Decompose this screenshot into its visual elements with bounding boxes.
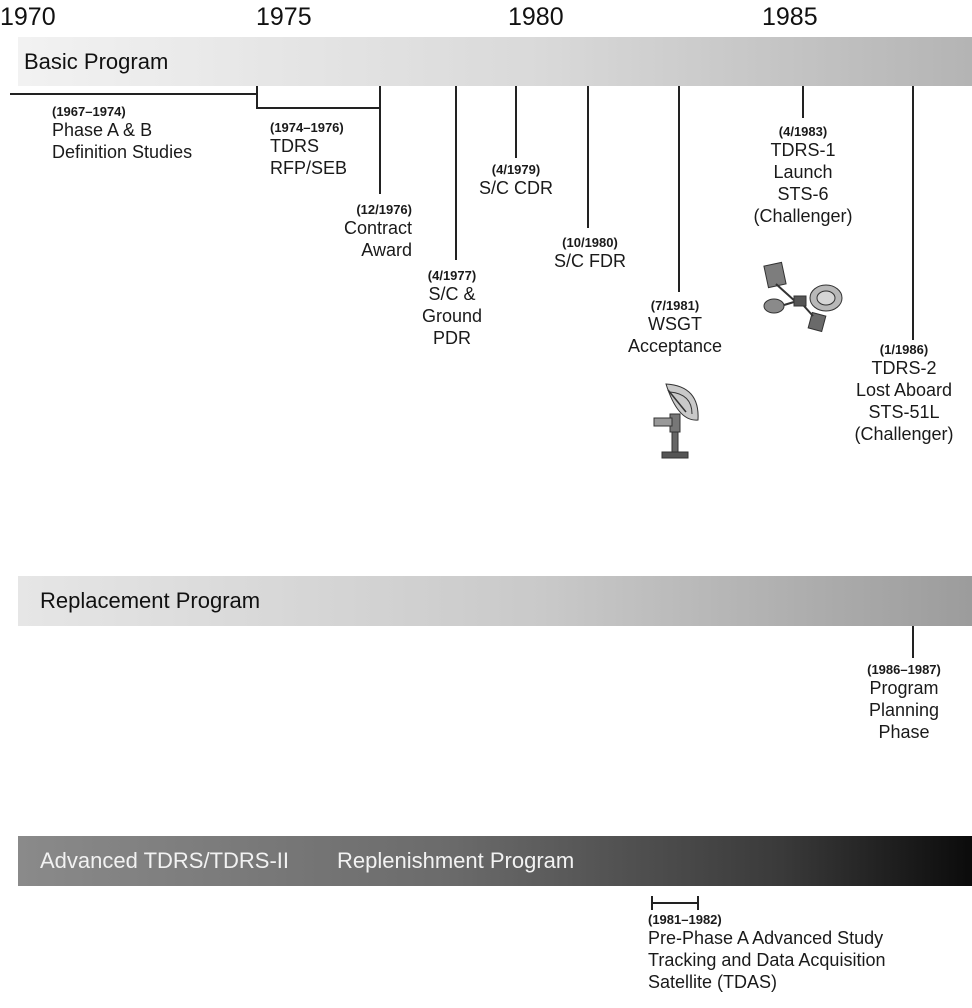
tdrs2-line [912,86,914,340]
event-label-line: S/C & [428,284,476,304]
year-label-1975: 1975 [256,3,312,31]
event-label-line: Acceptance [627,336,723,356]
event-label-line: Pre-Phase A Advanced Study [648,928,884,948]
event-label-line: Contract [343,218,412,238]
event-date: (1986–1987) [867,662,941,677]
satellite-icon [763,261,843,333]
event-label-line: Lost Aboard [855,380,953,400]
event-planning-phase: (1986–1987) Program Planning Phase [842,662,966,743]
event-label-line: PDR [432,328,471,348]
event-label-line: Ground [421,306,483,326]
event-label-line: TDRS [270,136,319,156]
event-label-line: S/C FDR [554,251,626,271]
event-cdr: (4/1979) S/C CDR [460,162,572,199]
event-date: (4/1983) [778,124,828,139]
event-date: (10/1980) [562,235,618,250]
event-label-line: Phase [878,722,930,742]
replacement-program-band: Replacement Program [18,576,972,626]
event-label-line: Tracking and Data Acquisition [648,950,886,970]
event-tdrs2: (1/1986) TDRS-2 Lost Aboard STS-51L (Cha… [842,342,966,445]
event-label-line: Planning [868,700,940,720]
event-date: (1981–1982) [648,912,722,927]
event-label-line: STS-6 [777,184,829,204]
event-label-line: Program [869,678,939,698]
event-date: (1967–1974) [52,104,126,119]
advanced-program-band: Advanced TDRS/TDRS-II Replenishment Prog… [18,836,972,886]
basic-program-band: Basic Program [18,37,972,86]
event-label-line: Launch [773,162,833,182]
event-date: (12/1976) [356,202,412,217]
basic-program-label: Basic Program [24,48,169,74]
fdr-line [587,86,589,228]
event-label-line: TDRS-1 [770,140,836,160]
event-date: (1/1986) [879,342,929,357]
event-label-line: Satellite (TDAS) [648,972,778,992]
event-date: (1974–1976) [270,120,344,135]
pdr-line [455,86,457,260]
event-label-line: RFP/SEB [270,158,348,178]
event-date: (4/1979) [491,162,541,177]
year-label-1985: 1985 [762,3,818,31]
tdrs-rfp-span-line [256,107,380,109]
event-label-line: S/C CDR [478,178,553,198]
phase-ab-end-tick [256,86,258,108]
prephase-bracket-bar [651,902,699,904]
event-label-line: (Challenger) [753,206,853,226]
event-pdr: (4/1977) S/C & Ground PDR [402,268,502,349]
replenishment-program-label: Replenishment Program [337,848,575,873]
event-fdr: (10/1980) S/C FDR [530,235,650,272]
year-label-1980: 1980 [508,3,564,31]
event-label-line: (Challenger) [854,424,954,444]
event-date: (4/1977) [427,268,477,283]
event-label-line: TDRS-2 [871,358,937,378]
event-label-line: WSGT [648,314,702,334]
event-date: (7/1981) [650,298,700,313]
tdrs1-line [802,86,804,118]
event-tdrs-rfp: (1974–1976) TDRS RFP/SEB [270,120,347,179]
phase-ab-span-line [10,93,257,95]
prephase-bracket-right [697,896,699,910]
event-wsgt: (7/1981) WSGT Acceptance [610,298,740,357]
cdr-line [515,86,517,158]
planning-phase-line [912,626,914,658]
event-tdrs1: (4/1983) TDRS-1 Launch STS-6 (Challenger… [748,124,858,227]
year-label-1970: 1970 [0,3,56,31]
event-prephase-a: (1981–1982) Pre-Phase A Advanced Study T… [648,912,885,993]
ground-antenna-icon [653,383,699,459]
event-contract-award: (12/1976) Contract Award [300,202,412,261]
event-label-line: Phase A & B [52,120,153,140]
replacement-program-label: Replacement Program [40,588,261,613]
event-phase-ab: (1967–1974) Phase A & B Definition Studi… [52,104,192,163]
event-label-line: STS-51L [868,402,940,422]
event-label-line: Definition Studies [52,142,193,162]
wsgt-line [678,86,680,292]
advanced-tdrs-label: Advanced TDRS/TDRS-II [40,848,290,873]
contract-award-line [379,86,381,194]
event-label-line: Award [361,240,412,260]
